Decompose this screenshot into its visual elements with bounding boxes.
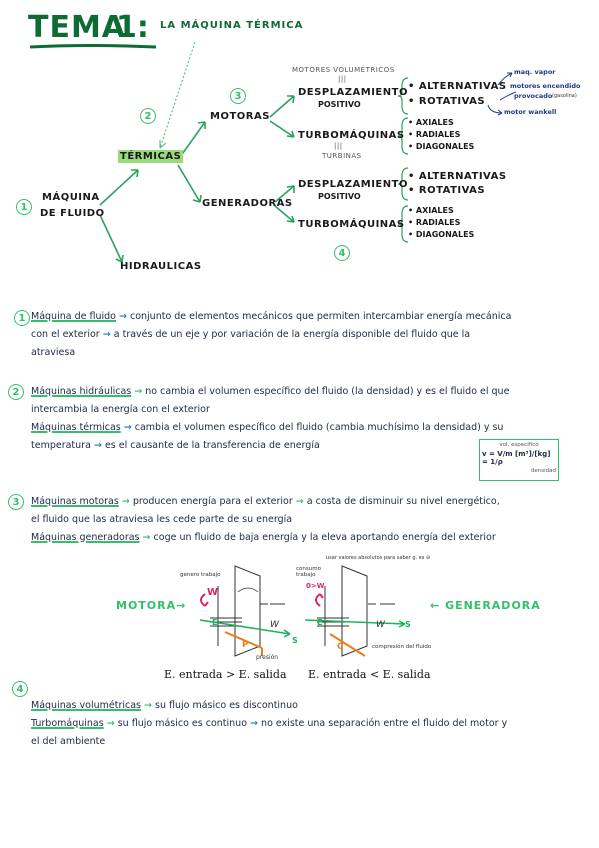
caption-generadora: E. entrada < E. salida [308, 668, 431, 681]
alternativas-1: ALTERNATIVAS [418, 81, 507, 92]
note-usar-valores: usar valores absolutos para saber g. es … [326, 555, 431, 561]
salida-label-2: S [405, 620, 411, 629]
formula-equation: v = V/m [m³]/[kg] = 1/ρ [482, 450, 551, 466]
axiales-1: AXIALES [415, 118, 454, 127]
compresion-label: compresión del fluido [372, 644, 432, 650]
circle-number-1: 1 [16, 199, 32, 215]
work-label-generadora: 0>W [306, 582, 325, 590]
desplazamiento-positivo-2: DESPLAZAMIENTO [298, 179, 408, 190]
tree-generadoras: GENERADORAS [202, 198, 293, 209]
page-title: TEMA [28, 10, 127, 45]
section-number-1: 1 [14, 310, 30, 326]
c-label: C [337, 642, 344, 652]
turbinas-label: TURBINAS [322, 152, 362, 160]
label-generadora: ← GENERADORA [430, 599, 541, 612]
section-1-line-1: Máquina de fluido → conjunto de elemento… [31, 311, 512, 322]
term-maquina-de-fluido: Máquina de fluido [31, 311, 116, 322]
equivalence-mark: ||| [338, 75, 347, 83]
tree-termicas: TÉRMICAS [118, 150, 184, 163]
entrada-label-2: E [317, 618, 323, 627]
tree-motoras: MOTORAS [210, 111, 270, 122]
turbomaquinas-2: TURBOMÁQUINAS [298, 219, 405, 230]
term-turbomaquinas: Turbomáquinas [31, 718, 104, 729]
circle-number-2: 2 [140, 108, 156, 124]
desplazamiento-positivo-1: DESPLAZAMIENTO [298, 87, 408, 98]
title-number: 1: [116, 10, 149, 45]
section-2-line-1: Máquinas hidráulicas → no cambia el volu… [31, 386, 510, 397]
term-maquinas-motoras: Máquinas motoras [31, 496, 119, 507]
title-subtitle: LA MÁQUINA TÉRMICA [160, 20, 304, 31]
w-label-1: W [270, 620, 279, 630]
section-1-line-3: atraviesa [31, 347, 76, 358]
term-maquinas-hidraulicas: Máquinas hidráulicas [31, 386, 132, 397]
note-maq-vapor: maq. vapor [514, 68, 556, 76]
entrada-label-1: E [212, 618, 218, 627]
term-maquinas-generadoras: Máquinas generadoras [31, 532, 140, 543]
note-provocado: provocado [514, 92, 553, 100]
section-number-3: 3 [8, 494, 24, 510]
title-underline [29, 44, 157, 49]
machine-energy-diagram [199, 565, 406, 657]
caption-motora: E. entrada > E. salida [164, 668, 287, 681]
presion-label: presión [256, 654, 279, 661]
alternativas-2: ALTERNATIVAS [418, 171, 507, 182]
axiales-2: AXIALES [415, 206, 454, 215]
circle-number-4: 4 [334, 245, 350, 261]
tree-root-2: DE FLUIDO [40, 208, 105, 219]
tree-root: MÁQUINA [42, 192, 100, 203]
positivo-label-2: POSITIVO [318, 192, 361, 201]
section-4-line-3: el del ambiente [31, 736, 106, 747]
rotativas-1: ROTATIVAS [418, 96, 486, 107]
note-genero-trabajo: genero trabajo [180, 572, 221, 578]
circle-number-3: 3 [230, 88, 246, 104]
label-motora: MOTORA→ [116, 599, 187, 612]
diagonales-2: DIAGONALES [415, 230, 475, 239]
section-1-line-2: con el exterior → a través de un eje y p… [31, 329, 471, 340]
motores-volumetricos-label: MOTORES VOLUMÉTRICOS [292, 66, 395, 74]
rotativas-2: ROTATIVAS [418, 185, 486, 196]
section-number-4: 4 [12, 681, 28, 697]
work-label-motora: W [207, 587, 219, 598]
turbomaquinas-1: TURBOMÁQUINAS [298, 130, 405, 141]
w-label-2: W [376, 620, 385, 630]
section-4-line-1: Máquinas volumétricas → su flujo másico … [31, 700, 298, 711]
section-4-line-2: Turbomáquinas → su flujo másico es conti… [31, 718, 508, 729]
section-2-line-3: Máquinas térmicas → cambia el volumen es… [31, 422, 504, 433]
positivo-label-1: POSITIVO [318, 100, 361, 109]
section-3-line-3: Máquinas generadoras → coge un fluido de… [31, 532, 496, 543]
section-3-line-2: el fluido que las atraviesa les cede par… [31, 514, 293, 525]
tree-hidraulicas: HIDRAULICAS [120, 261, 202, 272]
term-maquinas-volumetricas: Máquinas volumétricas [31, 700, 141, 711]
radiales-1: RADIALES [415, 130, 461, 139]
salida-label-1: S [292, 636, 298, 645]
note-motor-wankell: motor wankell [504, 108, 557, 116]
radiales-2: RADIALES [415, 218, 461, 227]
term-maquinas-termicas: Máquinas térmicas [31, 422, 121, 433]
section-2-line-4: temperatura → es el causante de la trans… [31, 440, 320, 451]
diagonales-1: DIAGONALES [415, 142, 475, 151]
equivalence-mark-2: ||| [334, 142, 343, 150]
section-3-line-1: Máquinas motoras → producen energía para… [31, 496, 500, 507]
note-motores-encendido: motores encendido [510, 82, 581, 90]
note-gasolina: (gasolina) [552, 93, 577, 99]
p-label: P [242, 640, 249, 650]
section-number-2: 2 [8, 384, 24, 400]
section-2-line-2: intercambia la energía con el exterior [31, 404, 210, 415]
classification-tree-lines [99, 41, 517, 263]
specific-volume-formula: vol. específico v = V/m [m³]/[kg] = 1/ρ … [479, 439, 559, 481]
